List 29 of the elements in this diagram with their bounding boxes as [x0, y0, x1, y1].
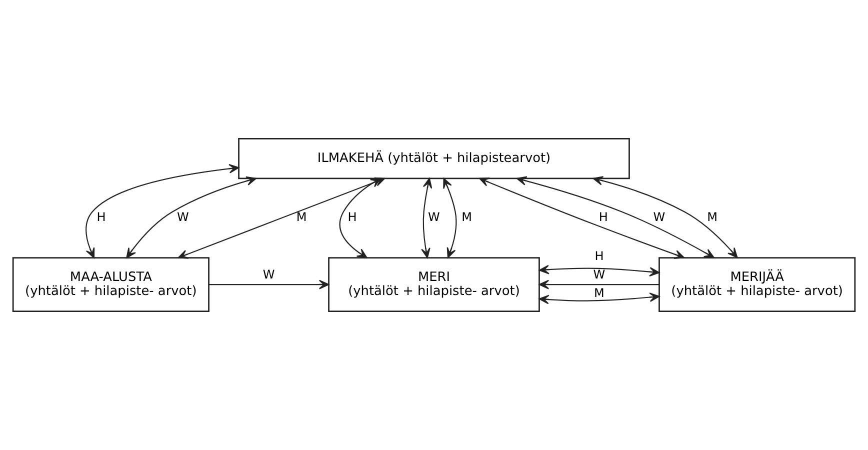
edge-label: W — [176, 210, 189, 224]
arrow — [86, 164, 240, 258]
arrow — [516, 176, 714, 258]
edge-label: W — [262, 267, 275, 282]
arrow — [126, 176, 257, 258]
edge-label: H — [348, 210, 357, 224]
edge-label: W — [428, 210, 440, 224]
edge-label: W — [593, 267, 606, 282]
arrow — [538, 280, 659, 290]
node-box: MERIJÄÄ (yhtälöt + hilapiste- arvot) — [658, 257, 856, 312]
arrow — [538, 264, 660, 276]
edge-label: M — [296, 210, 307, 224]
arrow — [592, 176, 738, 258]
node-box: ILMAKEHÄ (yhtälöt + hilapistearvot) — [238, 138, 630, 180]
arrow — [339, 178, 382, 258]
arrow — [209, 280, 330, 290]
edge-label: M — [594, 286, 604, 300]
arrow — [478, 178, 685, 260]
edge-label: M — [707, 210, 718, 224]
node-box: MERI (yhtälöt + hilapiste- arvot) — [328, 257, 540, 312]
node-box: MAA-ALUSTA (yhtälöt + hilapiste- arvot) — [12, 257, 210, 312]
arrow — [443, 178, 457, 258]
arrow — [421, 178, 432, 258]
edge-label: H — [594, 248, 604, 263]
edge-label: W — [653, 210, 666, 224]
edge-label: H — [96, 210, 106, 224]
edge-label: H — [598, 210, 608, 224]
arrow — [538, 292, 660, 304]
edge-label: M — [462, 210, 472, 224]
